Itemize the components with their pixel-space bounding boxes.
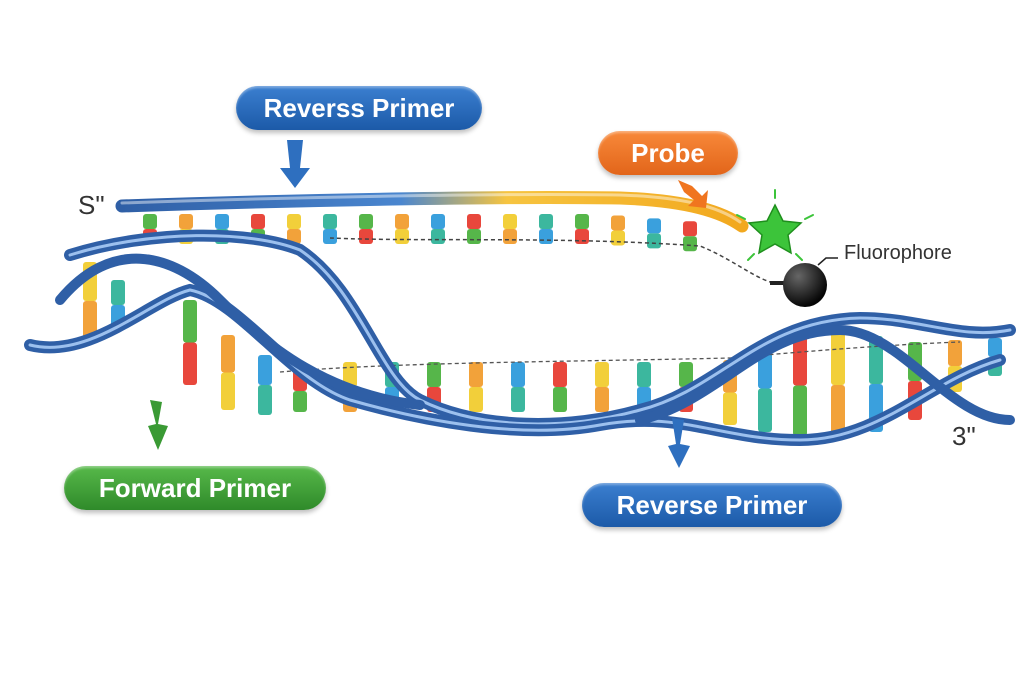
reverse-primer-label-bottom: Reverse Primer (582, 483, 842, 527)
down-arrow-icon (280, 140, 310, 188)
base-block (287, 229, 301, 244)
top-primer-probe-strand (115, 190, 749, 233)
five-prime-end-label: S" (78, 190, 105, 220)
base-block (179, 214, 193, 229)
base-block (539, 214, 553, 229)
forward-primer-label: Forward Primer (64, 466, 326, 510)
helix-backbone-strand-b-highlight (28, 288, 1002, 442)
quencher-ball-icon (770, 257, 838, 307)
helix-backbone-strand-c (55, 253, 425, 410)
down-arrow-icon (678, 180, 708, 208)
base-block (683, 236, 697, 252)
base-block (679, 362, 693, 387)
base-block (359, 229, 373, 244)
base-block (575, 229, 589, 244)
base-block (647, 218, 661, 234)
base-block (647, 233, 661, 249)
base-block (553, 387, 567, 412)
base-block (293, 391, 307, 412)
base-block (758, 388, 772, 432)
down-arrow-icon (668, 418, 690, 468)
base-block (793, 335, 807, 386)
helix-backbone-strand-d (635, 324, 1015, 425)
reverse-primer-label-top: Reverss Primer (236, 86, 482, 130)
three-prime-end-label: 3" (952, 421, 976, 451)
base-block (343, 362, 357, 387)
star-icon (736, 189, 814, 261)
base-block (287, 214, 301, 229)
base-block (323, 229, 337, 244)
base-block (469, 362, 483, 387)
base-block (553, 362, 567, 387)
base-block (323, 214, 337, 229)
base-block (793, 385, 807, 436)
base-block (359, 214, 373, 229)
base-block (215, 214, 229, 229)
base-block (723, 392, 737, 425)
dashed-probe-target-line (329, 237, 771, 283)
base-block (221, 335, 235, 373)
base-block (183, 342, 197, 385)
base-block (503, 229, 517, 244)
base-block (683, 221, 697, 237)
base-block (611, 230, 625, 246)
base-block (111, 280, 125, 305)
base-block (467, 214, 481, 229)
base-block (869, 336, 883, 384)
fluorophore-label: Fluorophore (844, 242, 952, 264)
base-block (831, 385, 845, 438)
base-block (431, 214, 445, 229)
base-block (427, 362, 441, 387)
base-block (948, 340, 962, 366)
down-arrow-icon (148, 400, 168, 450)
probe-label: Probe (598, 131, 738, 175)
helix-backbone-strand-a-highlight (68, 234, 1012, 426)
base-block (251, 214, 265, 229)
base-block (595, 362, 609, 387)
base-block (511, 387, 525, 412)
base-block (221, 372, 235, 410)
base-block (503, 214, 517, 229)
base-block (143, 214, 157, 229)
base-block (539, 229, 553, 244)
base-block (395, 229, 409, 244)
base-block (511, 362, 525, 387)
base-block (467, 229, 481, 244)
base-block (595, 387, 609, 412)
base-block (258, 355, 272, 385)
base-block (575, 214, 589, 229)
base-block (988, 338, 1002, 357)
base-block (83, 301, 97, 340)
base-block (469, 387, 483, 412)
base-block (637, 362, 651, 387)
base-block (183, 300, 197, 343)
base-block (258, 385, 272, 415)
base-block (611, 215, 625, 231)
base-block (431, 229, 445, 244)
base-block (395, 214, 409, 229)
base-block (831, 332, 845, 385)
